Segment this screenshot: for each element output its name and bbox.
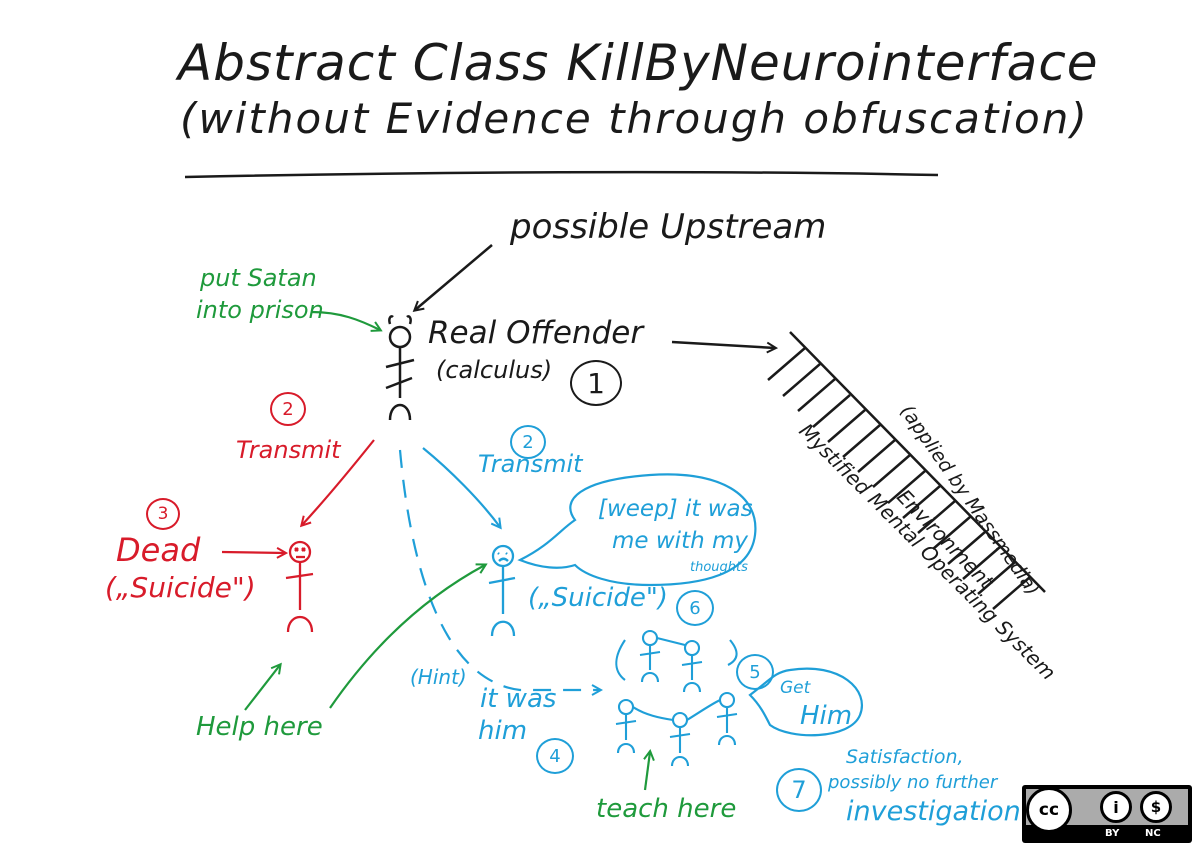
offender-figure	[385, 315, 415, 421]
blue-transmit-label: Transmit	[478, 450, 583, 478]
by-label: BY	[1105, 828, 1120, 839]
bubble-line-2: me with my	[612, 528, 748, 554]
upstream-label: possible Upstream	[510, 207, 827, 247]
bubble-line-3: thoughts	[690, 560, 748, 575]
thought-bubble	[517, 473, 757, 587]
teach-arrow	[645, 752, 650, 791]
red-suicide-label: („Suicide")	[105, 571, 256, 604]
dead-arrow	[221, 552, 285, 553]
title-divider	[184, 170, 939, 179]
nc-label: NC	[1145, 828, 1161, 839]
satisfaction-line-3: investigation	[846, 796, 1021, 827]
satan-note-line-2: into prison	[196, 296, 324, 324]
step-badge-5: 5	[736, 654, 774, 690]
step-badge-7: 7	[776, 768, 822, 812]
teach-here-label: teach here	[596, 794, 737, 824]
dead-figure	[285, 540, 314, 633]
red-transmit-arrow	[302, 439, 375, 525]
blue-transmit-arrow	[422, 447, 500, 527]
nc-icon: $	[1140, 791, 1172, 823]
offender-label: Real Offender	[428, 315, 644, 351]
mental-os-wall	[767, 331, 1046, 610]
by-icon: i	[1100, 791, 1132, 823]
step-badge-2-blue: 2	[510, 425, 546, 459]
cc-license-badge: cc i $ BY NC	[1022, 785, 1192, 843]
offender-to-wall-arrow	[671, 340, 775, 348]
help-arrow-left	[244, 665, 280, 711]
offender-sub-label: (calculus)	[436, 356, 553, 384]
victim-figure	[488, 544, 516, 637]
get-him-line-1: Get	[780, 678, 811, 698]
hint-line-1: it was	[480, 684, 557, 714]
help-here-label: Help here	[196, 712, 323, 742]
red-transmit-label: Transmit	[236, 436, 341, 464]
step-badge-3: 3	[146, 498, 180, 530]
crowd-figures	[615, 629, 738, 767]
step-badge-4: 4	[536, 738, 574, 774]
satan-note-line-1: put Satan	[200, 264, 317, 292]
hint-dashed-arrow	[398, 449, 600, 690]
help-arrow-right	[329, 565, 485, 709]
blue-suicide-label: („Suicide")	[528, 583, 668, 613]
step-badge-2-red: 2	[270, 392, 306, 426]
get-him-line-2: Him	[800, 701, 853, 731]
cc-icon: cc	[1026, 787, 1072, 833]
hint-label: (Hint)	[410, 665, 467, 689]
step-badge-1: 1	[570, 360, 622, 406]
satisfaction-line-2: possibly no further	[828, 772, 998, 793]
upstream-arrow	[415, 244, 493, 310]
get-him-bubble	[748, 667, 863, 737]
satisfaction-line-1: Satisfaction,	[846, 746, 964, 768]
step-badge-6: 6	[676, 590, 714, 626]
hint-line-2: him	[478, 716, 528, 746]
title-line-1: Abstract Class KillByNeurointerface	[178, 34, 1099, 92]
title-line-2: (without Evidence through obfuscation)	[180, 94, 1089, 143]
bubble-line-1: [weep] it was	[598, 496, 753, 522]
dead-label: Dead	[116, 531, 201, 569]
satan-arrow	[311, 310, 380, 330]
